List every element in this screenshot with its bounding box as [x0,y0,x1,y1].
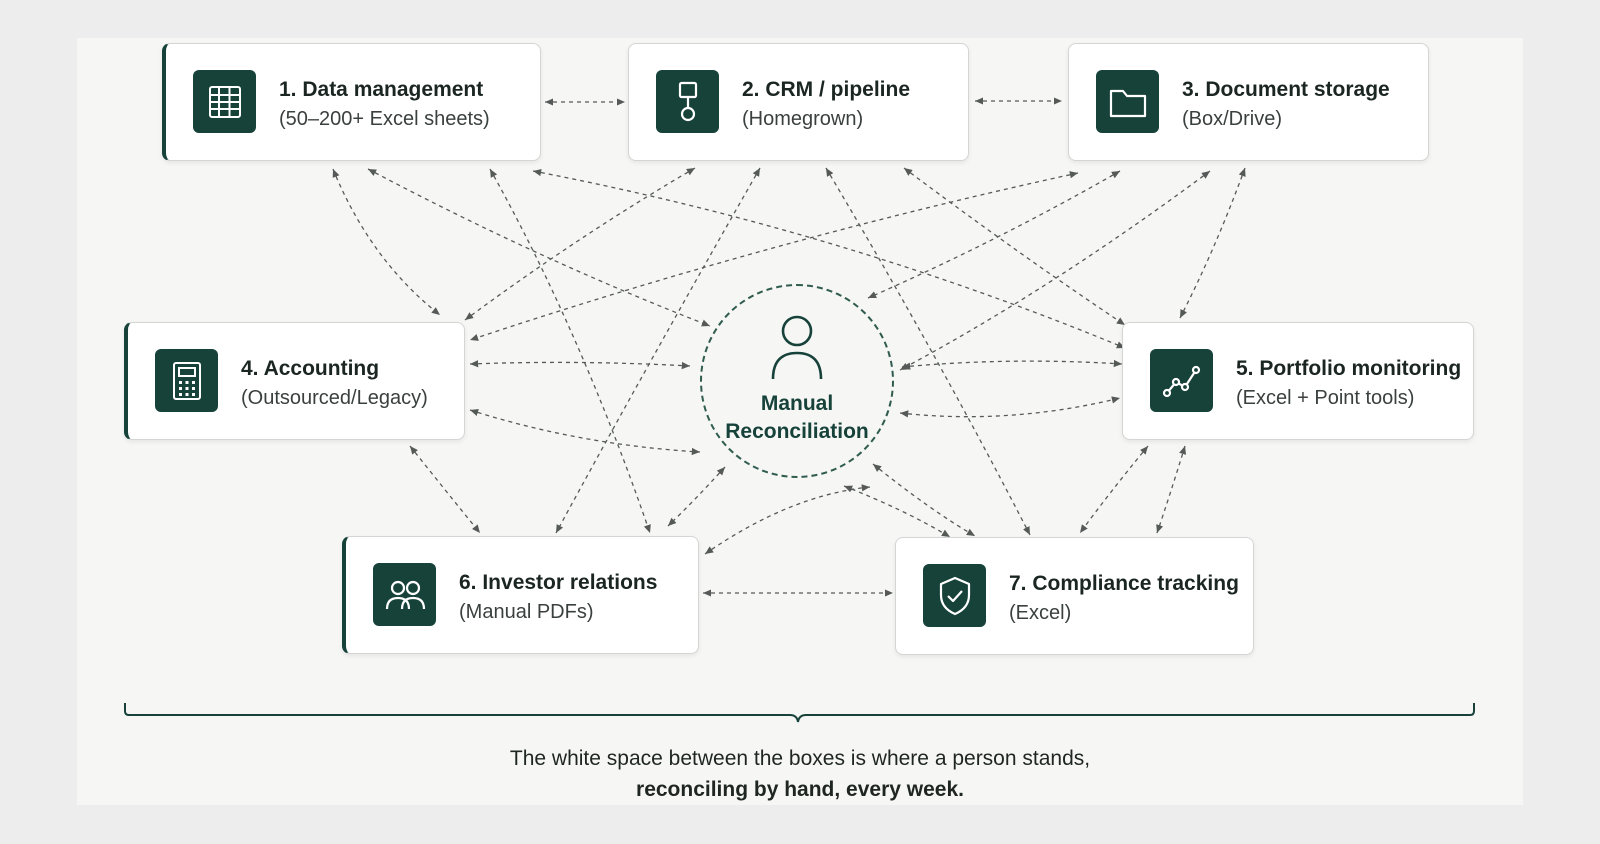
card-subtitle: (50–200+ Excel sheets) [279,108,490,130]
manual-reconciliation-label: Manual Reconciliation [700,390,894,446]
card-title: 2. CRM / pipeline [742,78,911,101]
card-portfolio-monitoring: 5. Portfolio monitoring (Excel + Point t… [1122,322,1474,440]
card-compliance-tracking: 7. Compliance tracking (Excel) [895,537,1254,655]
card-document-storage: 3. Document storage (Box/Drive) [1068,43,1429,161]
card-accounting: 4. Accounting (Outsourced/Legacy) [124,322,465,440]
connector-arrow [1156,445,1187,534]
spreadsheet-icon [193,70,256,133]
manual-reconciliation-circle [700,284,894,478]
caption-line1: The white space between the boxes is whe… [509,747,1091,770]
connector-arrow [1179,167,1246,319]
connector-arrow [367,168,711,327]
card-subtitle: (Manual PDFs) [459,601,594,623]
folder-icon [1096,70,1159,133]
card-investor-relations: 6. Investor relations (Manual PDFs) [342,536,699,654]
caption: The white space between the boxes is whe… [300,743,1300,805]
card-title: 5. Portfolio monitoring [1236,357,1462,380]
person-icon [769,313,825,388]
connector-arrow [1079,445,1149,534]
card-crm-pipeline: 2. CRM / pipeline (Homegrown) [628,43,969,161]
pipeline-node-icon [656,70,719,133]
card-title: 7. Compliance tracking [1009,572,1239,595]
connector-arrow [409,445,481,534]
card-subtitle: (Outsourced/Legacy) [241,387,428,409]
center-label-line2: Reconciliation [725,420,869,443]
card-subtitle: (Homegrown) [742,108,864,130]
card-title: 3. Document storage [1182,78,1390,101]
card-subtitle: (Excel + Point tools) [1236,387,1415,409]
line-chart-icon [1150,349,1213,412]
card-subtitle: (Box/Drive) [1182,108,1283,130]
connector-arrow [899,170,1211,371]
caption-line2: reconciling by hand, every week. [636,778,964,801]
center-label-line1: Manual [760,392,834,415]
shield-check-icon [923,564,986,627]
calculator-icon [155,349,218,412]
card-title: 4. Accounting [241,357,380,380]
card-subtitle: (Excel) [1009,602,1072,624]
card-title: 6. Investor relations [459,571,658,594]
card-data-management: 1. Data management (50–200+ Excel sheets… [162,43,541,161]
people-icon [373,563,436,626]
card-title: 1. Data management [279,78,484,101]
connector-arrow [872,463,976,537]
connector-arrow [667,466,726,527]
